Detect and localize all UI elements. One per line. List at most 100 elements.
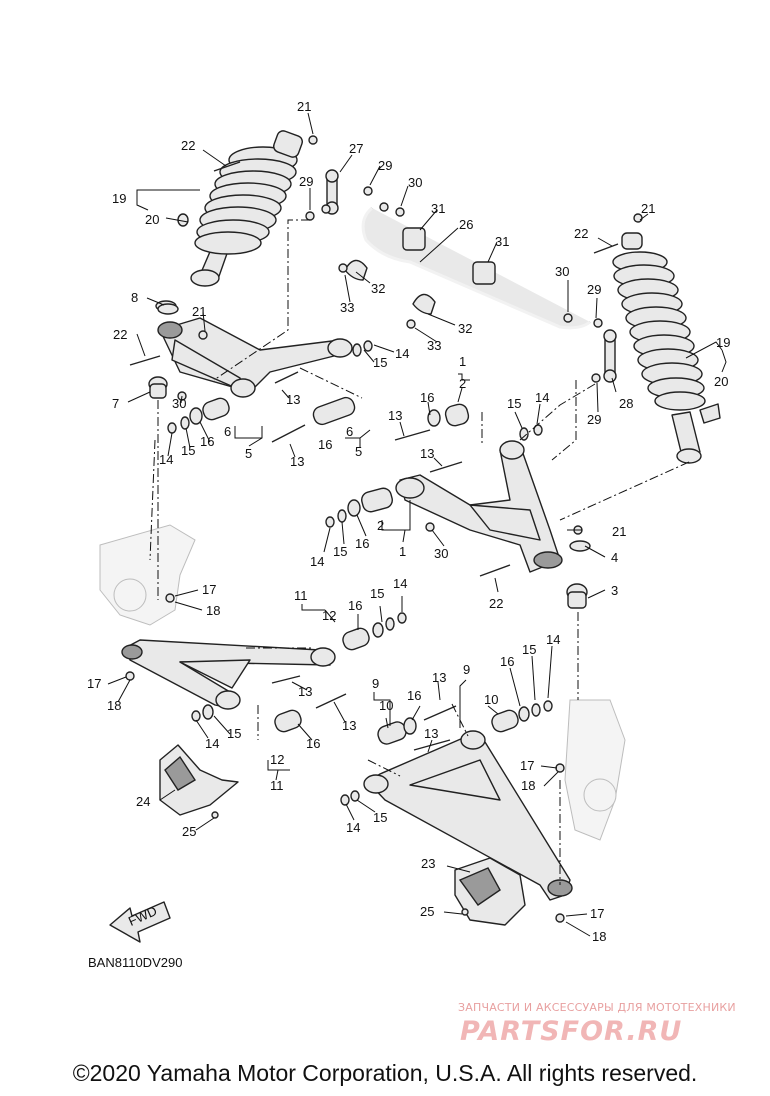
callout-13-g: 13 [432,670,446,685]
callout-17-upper-left: 17 [202,582,216,597]
callout-20-left: 20 [145,212,159,227]
callout-16-a: 16 [318,437,332,452]
callout-29-right-top: 29 [587,282,601,297]
callout-17-bottom-right: 17 [590,906,604,921]
callout-3: 3 [611,583,618,598]
callout-10-left: 10 [379,698,393,713]
callout-22-mid-left: 22 [113,327,127,342]
callout-12-top: 12 [322,608,336,623]
callout-19-right: 19 [716,335,730,350]
right-knuckle-ghost [564,699,626,841]
left-lower-bushings[interactable] [191,612,407,734]
callout-25-left: 25 [182,824,196,839]
callout-1-top: 1 [459,354,466,369]
callout-10-right: 10 [484,692,498,707]
right-lower-arm[interactable] [363,730,573,901]
callout-21-top-left: 21 [297,99,311,114]
left-knuckle-ghost [99,524,196,626]
callout-33-a: 33 [340,300,354,315]
callout-13-d: 13 [420,446,434,461]
callout-16-d: 16 [355,536,369,551]
callout-8: 8 [131,290,138,305]
callout-26: 26 [459,217,473,232]
diagram-code: BAN8110DV290 [88,955,182,970]
callout-16-b: 16 [200,434,214,449]
callout-18-lower-right: 18 [521,778,535,793]
bolts[interactable] [129,161,619,751]
callout-14-e: 14 [393,576,407,591]
callout-28: 28 [619,396,633,411]
callout-15-g: 15 [373,810,387,825]
callout-14-b: 14 [159,452,173,467]
callout-30-right: 30 [555,264,569,279]
callout-14-h: 14 [546,632,560,647]
callout-30-bottom: 30 [434,546,448,561]
callout-14-f: 14 [205,736,219,751]
right-upper-bushings[interactable] [325,402,543,528]
left-shock-absorber[interactable] [190,129,304,287]
nuts[interactable] [125,135,643,923]
callout-5-a: 5 [245,446,252,461]
callout-32-b: 32 [458,321,472,336]
callout-18-lower-left: 18 [107,698,121,713]
callout-2-top: 2 [459,376,466,391]
callout-30-mid: 30 [408,175,422,190]
right-shock-absorber[interactable] [612,232,721,464]
callout-25-right: 25 [420,904,434,919]
callout-29-left: 29 [299,174,313,189]
callout-6-a: 6 [224,424,231,439]
callout-2-bottom: 2 [377,518,384,533]
stabilizer-bar[interactable] [344,206,591,330]
callout-22-top-left: 22 [181,138,195,153]
callout-29-right-bottom: 29 [587,412,601,427]
copyright-footer: ©2020 Yamaha Motor Corporation, U.S.A. A… [72,1060,698,1086]
callout-29-mid: 29 [378,158,392,173]
fwd-arrow-icon: FWD [109,901,171,943]
assembly-lines [149,219,690,885]
callout-15-d: 15 [333,544,347,559]
callout-16-f: 16 [306,736,320,751]
callout-16-g: 16 [407,688,421,703]
callout-21-right: 21 [641,201,655,216]
callout-20-right: 20 [714,374,728,389]
callout-13-a: 13 [286,392,300,407]
watermark-logo: PARTSFOR.RU [460,1016,683,1047]
stabilizer-link-right[interactable] [603,329,617,383]
callout-15-c: 15 [507,396,521,411]
callout-1-bottom: 1 [399,544,406,559]
callout-13-h: 13 [424,726,438,741]
callout-13-f: 13 [342,718,356,733]
callout-13-e: 13 [298,684,312,699]
callout-17-lower-right: 17 [520,758,534,773]
left-lower-arm[interactable] [121,639,336,710]
callout-15-b: 15 [181,443,195,458]
callout-31-b: 31 [495,234,509,249]
callout-9-right: 9 [463,662,470,677]
callout-17-lower-left: 17 [87,676,101,691]
right-upper-arm[interactable] [395,440,563,573]
right-lower-bushings[interactable] [340,700,553,806]
callout-15-f: 15 [227,726,241,741]
callout-12-bottom: 12 [270,752,284,767]
leader-lines [107,112,727,937]
left-upper-arm[interactable] [157,317,353,398]
callout-23: 23 [421,856,435,871]
callout-22-right: 22 [574,226,588,241]
callout-13-c: 13 [388,408,402,423]
callout-5-b: 5 [355,444,362,459]
callout-21-mid-left: 21 [192,304,206,319]
right-arm-guard[interactable] [454,857,526,926]
left-arm-guard[interactable] [159,744,239,816]
callout-7: 7 [112,396,119,411]
callout-16-h: 16 [500,654,514,669]
callout-32-a: 32 [371,281,385,296]
left-upper-bushings[interactable] [167,340,373,434]
callout-14-d: 14 [310,554,324,569]
callout-21-bottom-right: 21 [612,524,626,539]
right-ball-joint[interactable] [566,540,591,609]
callout-11-bottom: 11 [270,778,284,793]
callout-27: 27 [349,141,363,156]
callout-18-bottom-right: 18 [592,929,606,944]
callout-22-bottom: 22 [489,596,503,611]
